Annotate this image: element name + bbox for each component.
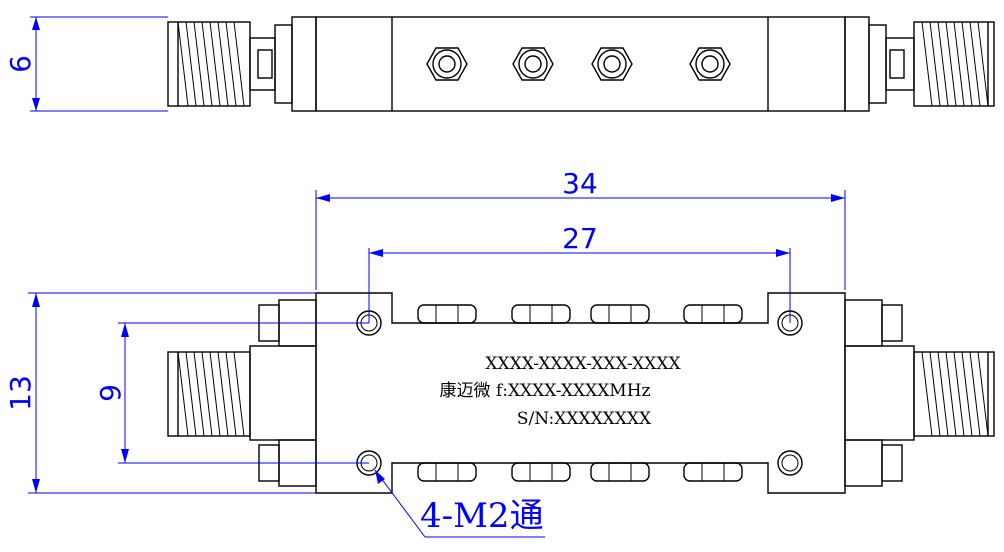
dimension-height-top: 6 (4, 16, 168, 112)
tuning-screw-3 (591, 47, 633, 81)
hole-callout-text: 4-M2通 (420, 496, 544, 536)
nut-profiles-bottom (417, 462, 743, 482)
right-connector-side (844, 16, 995, 112)
tuning-screw-1 (426, 47, 468, 81)
mounting-hole-4 (777, 450, 803, 476)
dimension-body-height: 13 (4, 292, 316, 494)
side-view: 6 (4, 16, 995, 112)
left-connector-side (167, 16, 317, 112)
part-number-text: XXXX-XXXX-XXX-XXXX (485, 354, 681, 374)
right-connector-plan (844, 299, 995, 487)
tuning-screw-4 (689, 47, 731, 81)
plan-view: XXXX-XXXX-XXX-XXXX 康迈微 f:XXXX-XXXXMHz S/… (4, 167, 995, 538)
left-connector-plan (167, 299, 317, 487)
dimension-27-label: 27 (562, 222, 598, 255)
dimension-hole-spacing: 27 (368, 222, 791, 323)
nut-profiles-top (417, 304, 743, 324)
hole-callout: 4-M2通 (374, 469, 545, 538)
brand-frequency-text: 康迈微 f:XXXX-XXXXMHz (440, 381, 651, 401)
dimension-6-label: 6 (4, 55, 37, 73)
serial-number-text: S/N:XXXXXXXX (517, 409, 652, 429)
dimension-9-label: 9 (94, 384, 127, 402)
side-view-body (315, 16, 846, 112)
dimension-34-label: 34 (562, 167, 598, 200)
dimension-hole-vertical: 9 (94, 322, 369, 464)
tuning-screw-2 (512, 47, 554, 81)
dimension-overall-length: 34 (315, 167, 846, 290)
dimension-13-label: 13 (4, 375, 37, 411)
